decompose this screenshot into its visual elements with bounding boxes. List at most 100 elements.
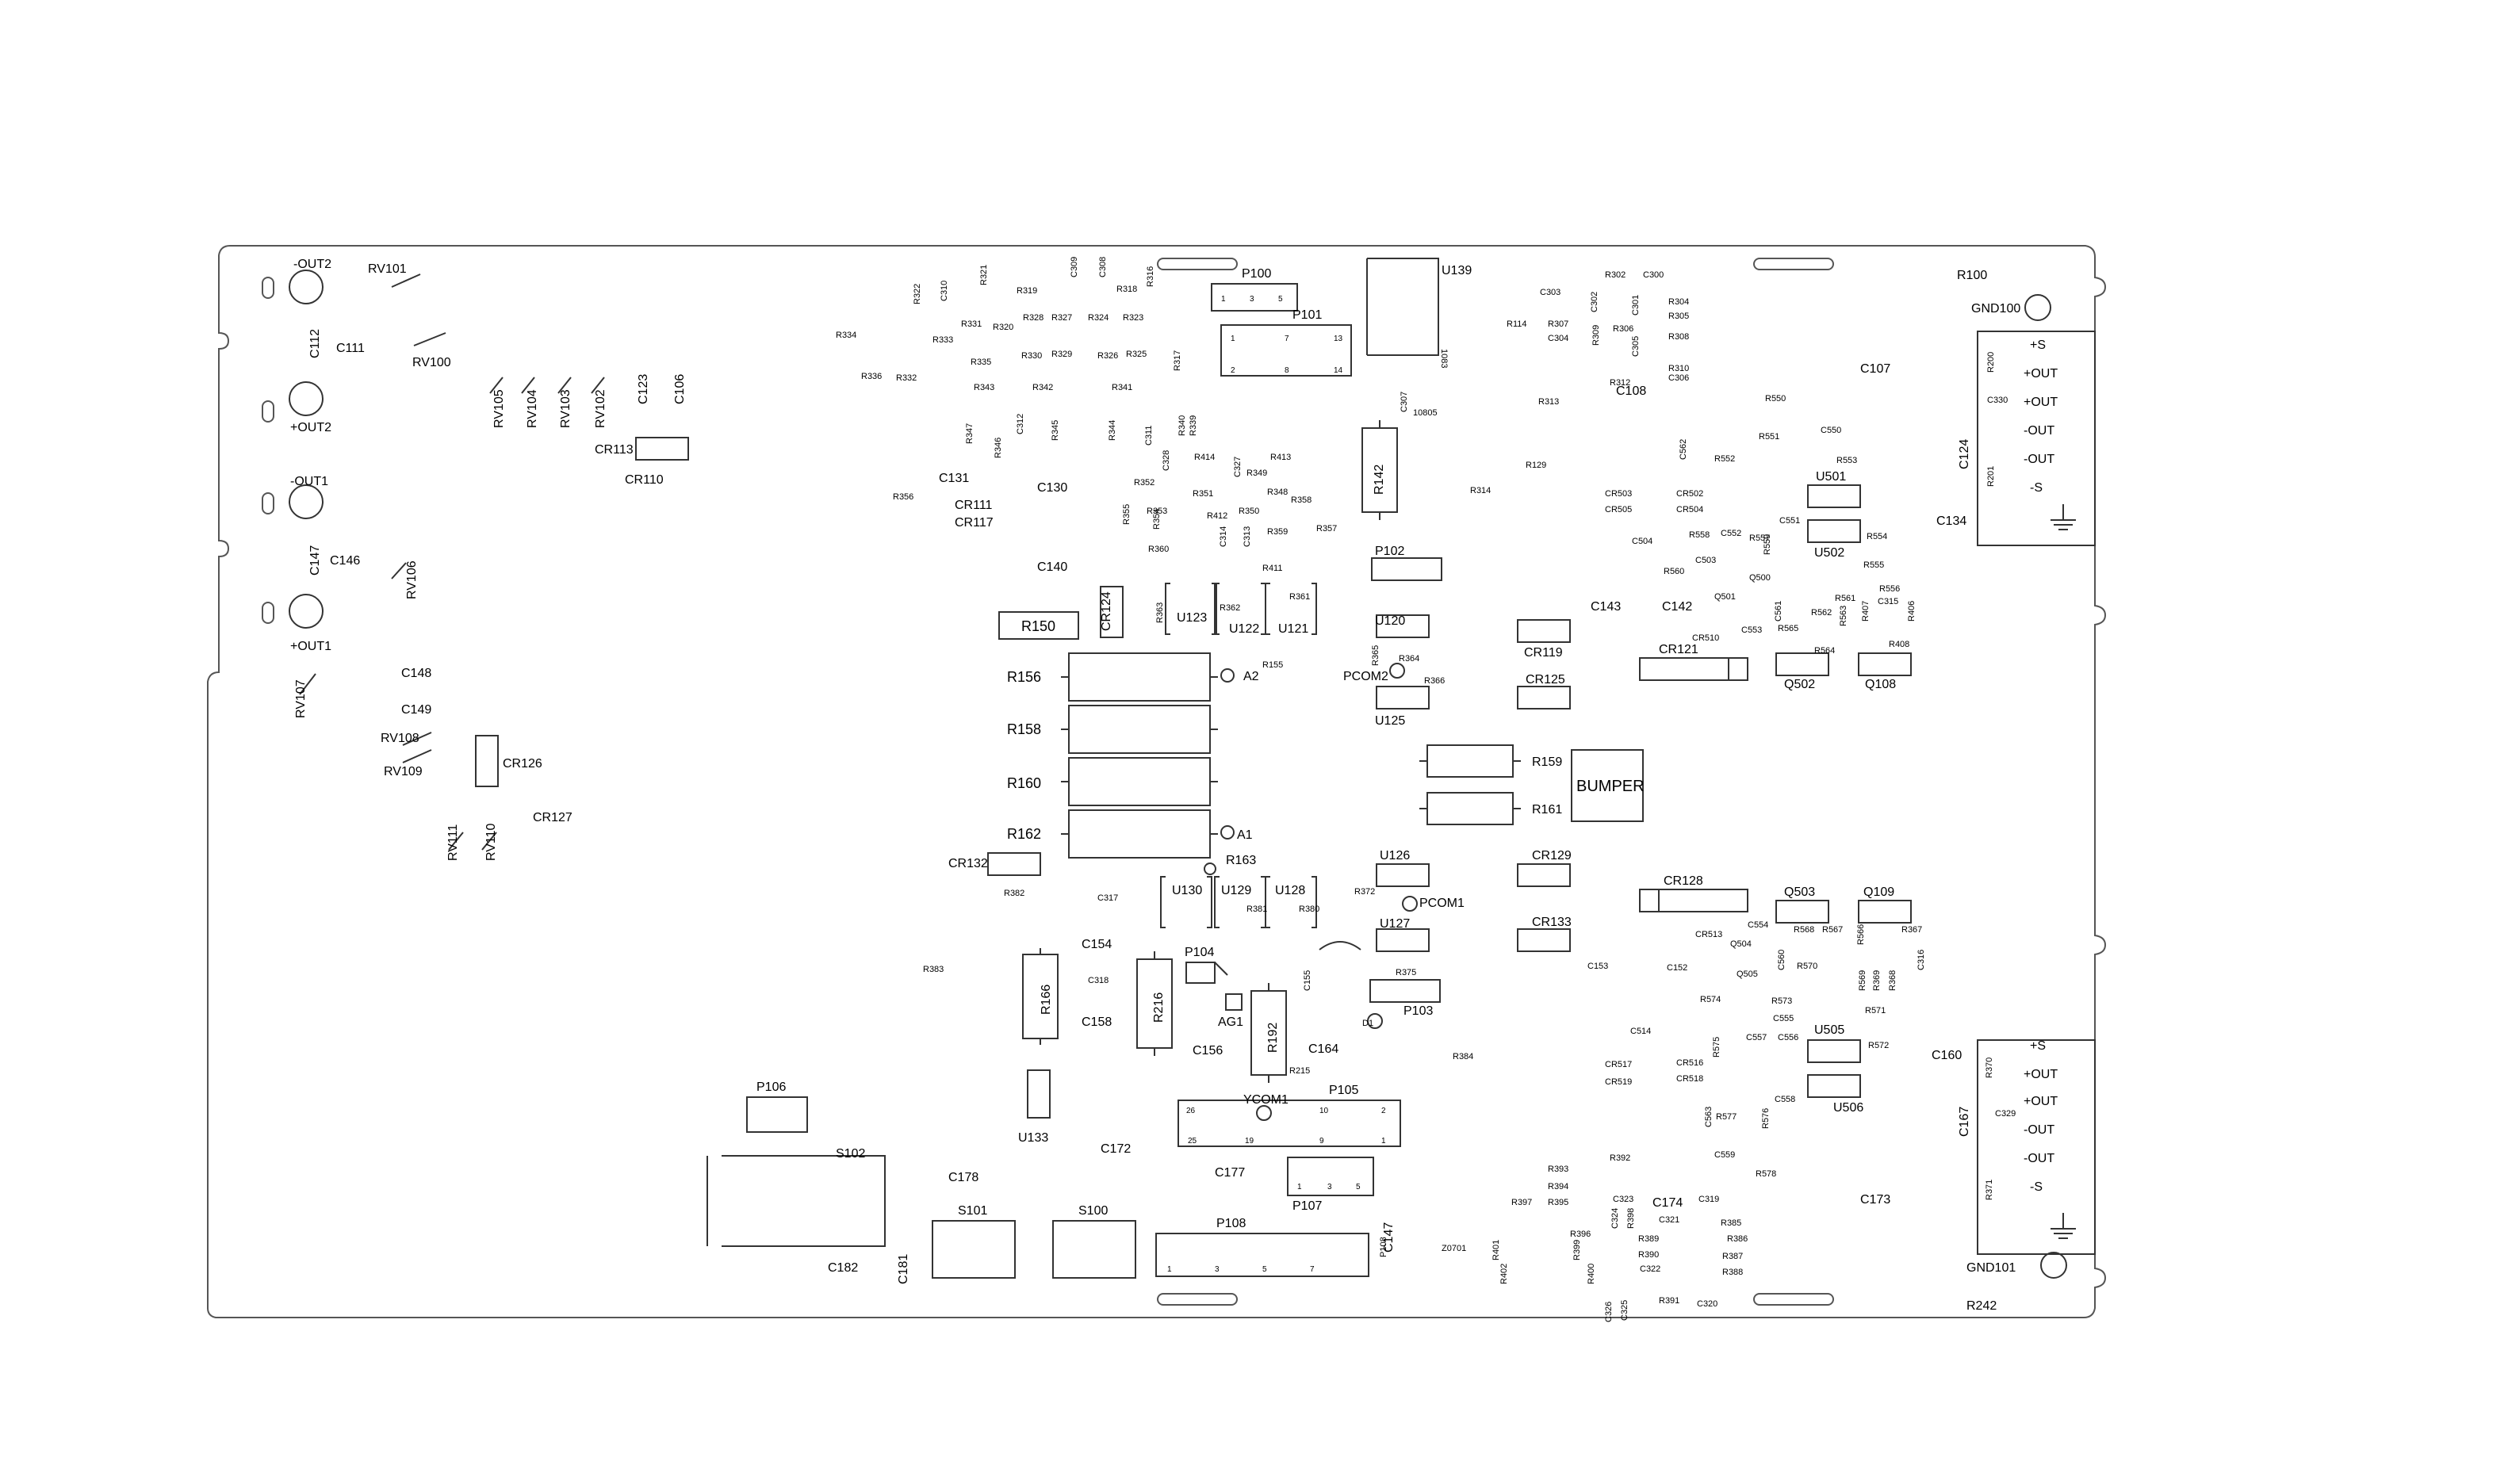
ref-label-u120: U120 bbox=[1375, 614, 1405, 628]
q503-body bbox=[1775, 900, 1829, 924]
ref-label-r578: R578 bbox=[1756, 1169, 1776, 1179]
ref-label-u121: U121 bbox=[1278, 622, 1308, 636]
ref-label-r557: R557 bbox=[1749, 534, 1770, 543]
ref-label-u123: U123 bbox=[1177, 611, 1207, 625]
ref-label--out1: +OUT1 bbox=[290, 640, 331, 653]
cr119-body bbox=[1517, 619, 1571, 643]
ref-label-c148: C148 bbox=[401, 667, 431, 680]
ref-label-c160: C160 bbox=[1932, 1049, 1962, 1062]
terminal-labels-top: +S +OUT +OUT -OUT -OUT -S bbox=[2024, 338, 2058, 495]
ref-label-r406: R406 bbox=[1907, 601, 1917, 622]
ref-label-u501: U501 bbox=[1816, 470, 1846, 484]
ref-label-r566: R566 bbox=[1856, 924, 1866, 945]
ref-label-r319: R319 bbox=[1017, 286, 1037, 296]
p103-body bbox=[1369, 979, 1441, 1003]
ref-label-c153: C153 bbox=[1587, 962, 1608, 971]
ref-label-r242: R242 bbox=[1966, 1299, 1997, 1313]
ref-label-r555: R555 bbox=[1863, 560, 1884, 570]
ref-label-c327: C327 bbox=[1233, 457, 1243, 477]
ref-label-r573: R573 bbox=[1771, 996, 1792, 1006]
ref-label-r334: R334 bbox=[836, 331, 856, 340]
bumper-label: BUMPER bbox=[1576, 778, 1645, 795]
q502-body bbox=[1775, 652, 1829, 676]
ref-label-c323: C323 bbox=[1613, 1195, 1633, 1204]
ref-label-r325: R325 bbox=[1126, 350, 1147, 359]
lead-stubs bbox=[1040, 420, 1521, 1083]
potentiometer-marks bbox=[299, 273, 605, 851]
ref-label-r571: R571 bbox=[1865, 1006, 1886, 1015]
ref-label-rv109: RV109 bbox=[384, 765, 423, 778]
ref-label-u127: U127 bbox=[1380, 917, 1410, 931]
cr124-body bbox=[1100, 586, 1124, 638]
ref-label-r558: R558 bbox=[1689, 530, 1710, 540]
ref-label-c312: C312 bbox=[1016, 414, 1025, 434]
ref-label-r341: R341 bbox=[1112, 383, 1132, 392]
ref-label-c552: C552 bbox=[1721, 529, 1741, 538]
ref-label-c174: C174 bbox=[1652, 1196, 1683, 1210]
connector-names: P100 P101 P105 P107 P108 bbox=[1216, 267, 1358, 1230]
ref-label-u133: U133 bbox=[1018, 1131, 1048, 1145]
u127-body bbox=[1376, 928, 1430, 952]
ref-label-c562: C562 bbox=[1679, 439, 1688, 460]
ref-label-r156: R156 bbox=[1007, 669, 1041, 685]
ref-label-c559: C559 bbox=[1714, 1150, 1735, 1160]
ref-label-r333: R333 bbox=[932, 335, 953, 345]
ref-label-c326: C326 bbox=[1604, 1302, 1614, 1322]
ref-label-r314: R314 bbox=[1470, 486, 1491, 495]
s102-body bbox=[706, 1155, 886, 1247]
cr121-body bbox=[1639, 657, 1748, 681]
ref-label--out2: -OUT2 bbox=[293, 258, 331, 271]
ref-label-ag1: AG1 bbox=[1218, 1015, 1243, 1029]
cr132-body bbox=[987, 852, 1041, 876]
p100-pin: 5 bbox=[1278, 295, 1283, 304]
ref-label-u130: U130 bbox=[1172, 884, 1202, 897]
ref-label-c172: C172 bbox=[1101, 1142, 1131, 1156]
terminal-label: +S bbox=[2030, 338, 2046, 352]
s101-body bbox=[932, 1220, 1016, 1279]
q108-body bbox=[1858, 652, 1912, 676]
ref-label-cr510: CR510 bbox=[1692, 633, 1719, 643]
ref-label-r392: R392 bbox=[1610, 1153, 1630, 1163]
p101-pin: 7 bbox=[1285, 335, 1289, 343]
ref-label-r384: R384 bbox=[1453, 1052, 1473, 1061]
p108-pin: 1 bbox=[1167, 1265, 1172, 1274]
ref-label-rv102: RV102 bbox=[594, 389, 607, 428]
ref-label-cr517: CR517 bbox=[1605, 1060, 1632, 1069]
cr128-body bbox=[1639, 889, 1748, 912]
ref-label-c321: C321 bbox=[1659, 1215, 1679, 1225]
ref-label-cr128: CR128 bbox=[1664, 874, 1703, 888]
p107-pin: 1 bbox=[1297, 1183, 1302, 1191]
ref-label-r332: R332 bbox=[896, 373, 917, 383]
ref-label-c155: C155 bbox=[1303, 970, 1312, 991]
ref-label-r305: R305 bbox=[1668, 312, 1689, 321]
ref-label-q109: Q109 bbox=[1863, 885, 1894, 899]
ref-label-cr111: CR111 bbox=[955, 499, 993, 512]
u501-body bbox=[1807, 484, 1861, 508]
ref-label-r366: R366 bbox=[1424, 676, 1445, 686]
ref-label-c319: C319 bbox=[1698, 1195, 1719, 1204]
ref-label-c134: C134 bbox=[1936, 514, 1966, 528]
ref-label-c558: C558 bbox=[1775, 1095, 1795, 1104]
ref-label--out2: +OUT2 bbox=[290, 421, 331, 434]
ref-label-cr127: CR127 bbox=[533, 811, 572, 824]
ref-label-c554: C554 bbox=[1748, 920, 1768, 930]
ref-label-q504: Q504 bbox=[1730, 939, 1752, 949]
ref-label-u125: U125 bbox=[1375, 714, 1405, 728]
ref-label-cr502: CR502 bbox=[1676, 489, 1703, 499]
ref-label-c305: C305 bbox=[1631, 336, 1641, 357]
ref-label--out1: -OUT1 bbox=[290, 475, 328, 488]
ref-label-cr121: CR121 bbox=[1659, 643, 1698, 656]
ref-label-c328: C328 bbox=[1162, 450, 1171, 471]
ref-label-r351: R351 bbox=[1193, 489, 1213, 499]
ref-label-r150: R150 bbox=[1021, 618, 1055, 634]
ref-label-cr132: CR132 bbox=[948, 857, 988, 870]
ref-label-r215: R215 bbox=[1289, 1066, 1310, 1076]
ref-label-r327: R327 bbox=[1051, 313, 1072, 323]
ref-label-r381: R381 bbox=[1246, 905, 1267, 914]
ref-label-r570: R570 bbox=[1797, 962, 1817, 971]
ref-label-r398: R398 bbox=[1626, 1208, 1636, 1229]
ref-label-r413: R413 bbox=[1270, 453, 1291, 462]
ref-label-c111: C111 bbox=[336, 342, 365, 355]
ref-label-r321: R321 bbox=[979, 265, 989, 285]
ref-label-rv104: RV104 bbox=[526, 389, 539, 428]
